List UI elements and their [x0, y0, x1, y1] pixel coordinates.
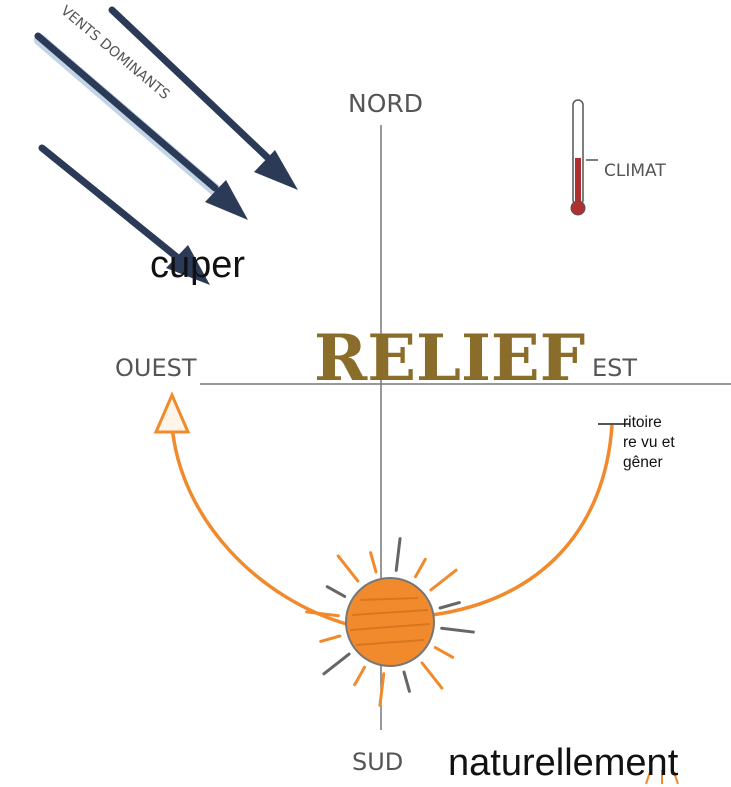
small-sun-icon	[645, 770, 679, 785]
relief-label: RELIEF	[314, 321, 585, 396]
sun-path-west	[170, 423, 352, 627]
sun-ray	[378, 672, 386, 707]
wind-arrow-1	[34, 32, 248, 220]
sun-path-east	[430, 423, 614, 617]
sun-ray	[402, 670, 411, 693]
sun-ray	[438, 601, 461, 610]
north-label: NORD	[348, 89, 423, 118]
sun-ray	[319, 634, 342, 643]
body-line: re vu et	[623, 434, 675, 451]
sun-ray	[420, 661, 444, 690]
sun-ray	[353, 665, 366, 687]
south-label: SUD	[352, 748, 403, 776]
sun-hatching	[349, 597, 431, 646]
sun-path-west-arrowhead	[153, 391, 191, 434]
sun-ray	[433, 646, 455, 659]
sun-ray	[414, 557, 427, 579]
heading-fragment-top: cuper	[150, 244, 246, 286]
sun-rays	[305, 537, 475, 707]
thermometer-icon	[570, 99, 598, 216]
body-text-fragment: ritoire re vu et gêner	[623, 413, 675, 473]
climate-label: CLIMAT	[604, 161, 666, 181]
wind-arrow-2	[108, 6, 298, 190]
body-line: ritoire	[623, 414, 662, 431]
east-label: EST	[592, 354, 637, 382]
sun-ray	[429, 568, 458, 592]
wind-arrows	[34, 6, 298, 285]
sun-ray	[325, 585, 347, 598]
sun-ray	[305, 610, 340, 618]
sun-ray	[440, 626, 475, 634]
sun-ray	[322, 652, 351, 676]
heading-fragment-bottom: naturellement	[448, 742, 679, 784]
body-line: gêner	[623, 454, 663, 471]
sun-ray	[394, 537, 402, 572]
sun-icon	[345, 577, 435, 667]
west-label: OUEST	[115, 354, 197, 382]
sun-ray	[369, 551, 378, 574]
sun-ray	[336, 554, 360, 583]
wind-arrow-3	[38, 144, 210, 285]
